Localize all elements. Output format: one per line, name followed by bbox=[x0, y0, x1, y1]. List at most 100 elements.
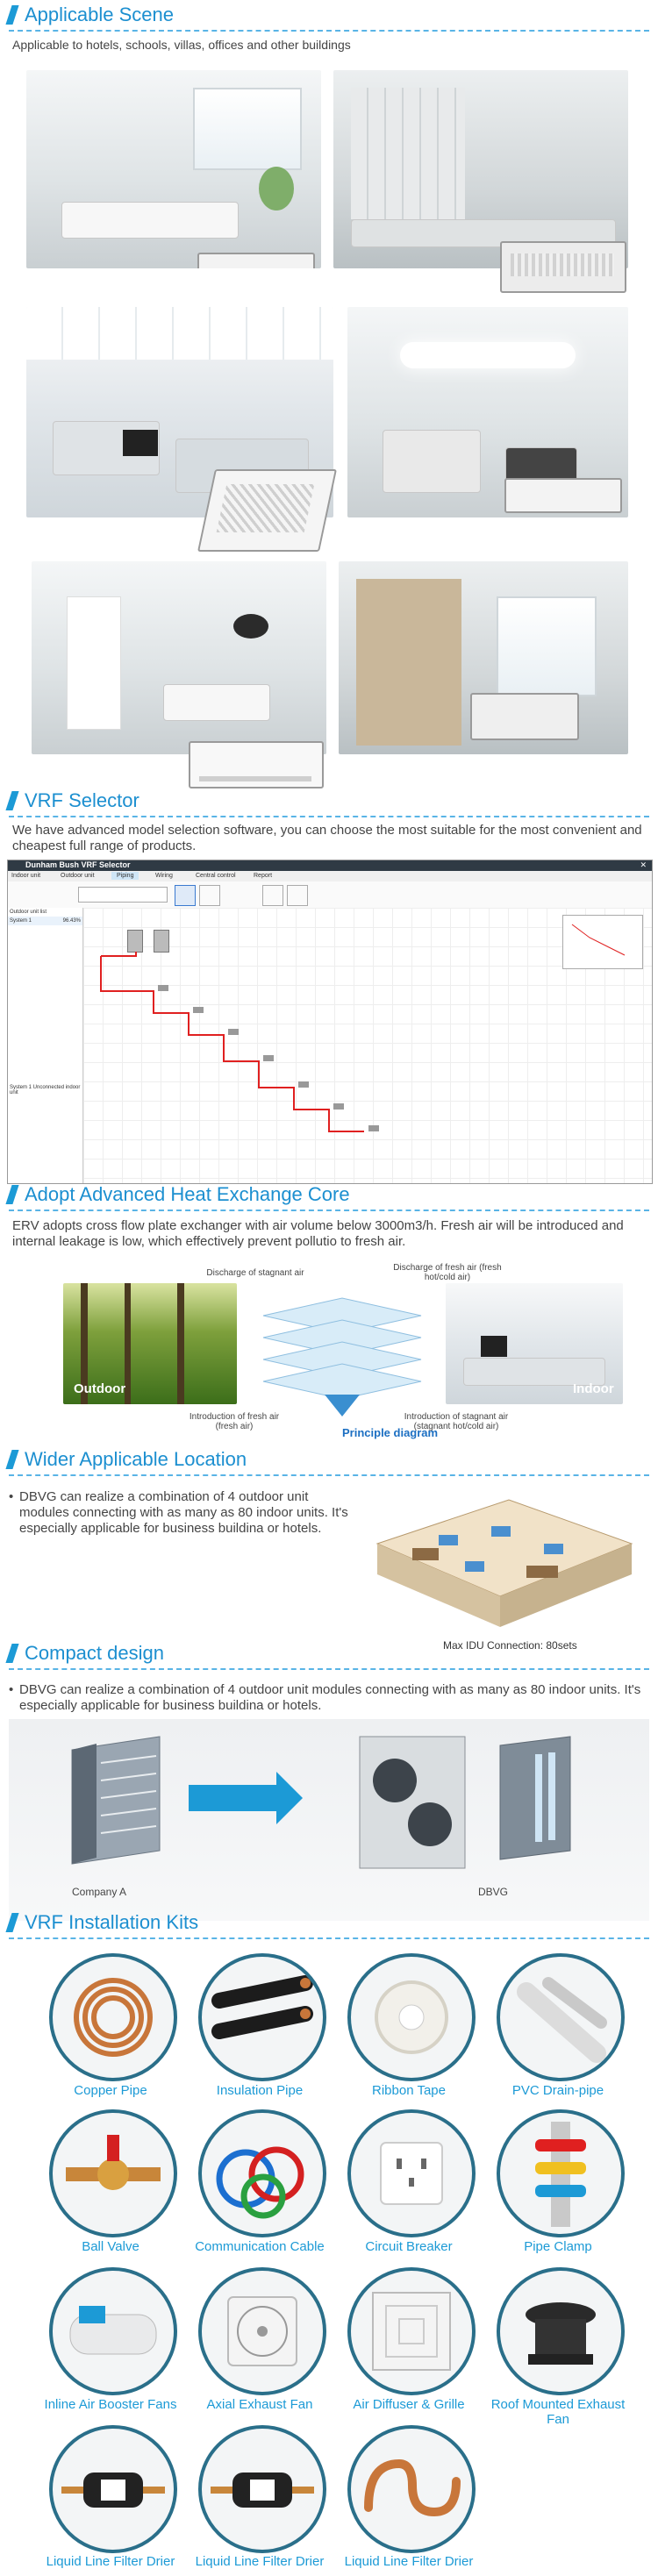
window-title: Dunham Bush VRF Selector bbox=[25, 860, 131, 869]
section-title: Applicable Scene bbox=[25, 4, 175, 25]
section-header-applicable-scene: Applicable Scene bbox=[0, 0, 658, 35]
indoor-office-photo: Indoor bbox=[446, 1283, 623, 1404]
kit-label: Circuit Breaker bbox=[365, 2239, 453, 2254]
header-accent-bar bbox=[5, 1185, 19, 1204]
max-idu-caption: Max IDU Connection: 80sets bbox=[443, 1639, 577, 1652]
kit-label: Roof Mounted Exhaust Fan bbox=[490, 2397, 626, 2427]
duct-unit-image bbox=[500, 241, 626, 293]
section-text: Applicable to hotels, schools, villas, o… bbox=[12, 38, 351, 52]
kit-label: Ball Valve bbox=[82, 2239, 139, 2254]
section-header-vrf-selector: VRF Selector bbox=[0, 786, 658, 821]
kit-label: Liquid Line Filter Drier bbox=[344, 2554, 474, 2569]
tab-indoor-unit[interactable]: Indoor unit bbox=[11, 873, 41, 879]
copper-pipe-icon bbox=[49, 1953, 177, 2081]
section-title: Adopt Advanced Heat Exchange Core bbox=[25, 1183, 350, 1205]
divider bbox=[9, 1474, 649, 1476]
outdoor-unit-2-icon[interactable] bbox=[154, 930, 169, 953]
dbvg-label: DBVG bbox=[478, 1886, 509, 1898]
header-accent-bar bbox=[5, 5, 19, 25]
communication-cable-icon bbox=[198, 2109, 326, 2237]
kit-label: Liquid Line Filter Drier bbox=[195, 2554, 325, 2569]
bullet-dot: • bbox=[9, 1682, 14, 1697]
outdoor-label: Outdoor bbox=[74, 1381, 126, 1396]
section-text: DBVG can realize a combination of 4 outd… bbox=[19, 1489, 348, 1536]
section-text: We have advanced model selection softwar… bbox=[12, 823, 642, 853]
tab-wiring[interactable]: Wiring bbox=[155, 873, 173, 879]
piping-lines bbox=[100, 952, 379, 1132]
select-tool-icon[interactable] bbox=[175, 885, 196, 906]
kit-label: Communication Cable bbox=[195, 2239, 325, 2254]
label-discharge-fresh: Discharge of fresh air (fresh hot/cold a… bbox=[393, 1263, 502, 1282]
tree-item-value: 96.43% bbox=[62, 918, 81, 924]
filter-drier-icon bbox=[49, 2425, 177, 2553]
scene-photo-bedroom bbox=[339, 561, 628, 754]
section-title: Wider Applicable Location bbox=[25, 1448, 247, 1470]
section-title: VRF Selector bbox=[25, 789, 139, 811]
outdoor-unit-tree: Outdoor unit list System 1 96.43% System… bbox=[8, 908, 83, 1183]
toolbar bbox=[8, 881, 652, 909]
tab-bar: Indoor unit Outdoor unit Piping Wiring C… bbox=[8, 871, 652, 882]
kit-label: Insulation Pipe bbox=[216, 2083, 304, 2098]
outdoor-forest-photo: Outdoor bbox=[63, 1283, 237, 1404]
header-accent-bar bbox=[5, 791, 19, 810]
copper-bend-icon bbox=[347, 2425, 476, 2553]
section-header-installation-kits: VRF Installation Kits bbox=[0, 1908, 658, 1943]
cassette-unit-image bbox=[197, 469, 337, 552]
header-accent-bar bbox=[5, 1644, 19, 1663]
divider bbox=[9, 30, 649, 32]
section-text: ERV adopts cross flow plate exchanger wi… bbox=[12, 1218, 624, 1249]
insulation-pipe-icon bbox=[198, 1953, 326, 2081]
kit-label: Axial Exhaust Fan bbox=[206, 2397, 313, 2412]
minimap-panel[interactable] bbox=[562, 915, 643, 969]
company-a-label: Company A bbox=[72, 1886, 127, 1898]
section-title: VRF Installation Kits bbox=[25, 1911, 199, 1933]
tab-report[interactable]: Report bbox=[254, 873, 273, 879]
scene-photo-kitchen bbox=[333, 70, 628, 268]
tab-central-control[interactable]: Central control bbox=[196, 873, 236, 879]
section-header-compact: Compact design bbox=[0, 1638, 658, 1673]
tab-piping[interactable]: Piping bbox=[111, 872, 139, 880]
roof-fan-icon bbox=[497, 2267, 625, 2395]
header-accent-bar bbox=[5, 1913, 19, 1932]
kit-label: PVC Drain-pipe bbox=[511, 2083, 604, 2098]
pvc-drain-pipe-icon bbox=[497, 1953, 625, 2081]
building-floorplan-image bbox=[360, 1491, 640, 1636]
kit-label: Inline Air Booster Fans bbox=[44, 2397, 177, 2412]
move-tool-icon[interactable] bbox=[199, 885, 220, 906]
inline-fan-icon bbox=[49, 2267, 177, 2395]
kit-label: Copper Pipe bbox=[74, 2083, 147, 2098]
scene-photo-living-room bbox=[26, 70, 321, 268]
axial-fan-icon bbox=[198, 2267, 326, 2395]
air-diffuser-icon bbox=[347, 2267, 476, 2395]
circuit-breaker-icon bbox=[347, 2109, 476, 2237]
ribbon-tape-icon bbox=[347, 1953, 476, 2081]
zoom-tool-icon[interactable] bbox=[287, 885, 308, 906]
tab-outdoor-unit[interactable]: Outdoor unit bbox=[61, 873, 95, 879]
window-titlebar: Dunham Bush VRF Selector ✕ bbox=[8, 860, 652, 871]
wall-mounted-unit-image bbox=[189, 741, 324, 788]
kit-label: Pipe Clamp bbox=[524, 2239, 592, 2254]
scene-photo-office bbox=[26, 307, 333, 517]
selector-software-window: Dunham Bush VRF Selector ✕ Indoor unit O… bbox=[7, 860, 653, 1184]
header-accent-bar bbox=[5, 1450, 19, 1469]
section-title: Compact design bbox=[25, 1642, 164, 1664]
kit-label: Air Diffuser & Grille bbox=[353, 2397, 465, 2412]
divider bbox=[9, 1937, 649, 1939]
label-discharge-stagnant: Discharge of stagnant air bbox=[206, 1268, 304, 1278]
compact-comparison-graphic bbox=[71, 1736, 571, 1869]
branch-selector[interactable] bbox=[78, 887, 168, 903]
close-icon[interactable]: ✕ bbox=[640, 860, 647, 869]
kit-label: Liquid Line Filter Drier bbox=[46, 2554, 175, 2569]
pipe-tool-icon[interactable] bbox=[262, 885, 283, 906]
tree-item-label: System 1 bbox=[10, 918, 32, 924]
tree-item-system-1[interactable]: System 1 96.43% bbox=[8, 917, 82, 925]
divider bbox=[9, 816, 649, 817]
tree-item-unconnected[interactable]: System 1 Unconnected indoor unit bbox=[10, 1085, 81, 1095]
bullet-dot: • bbox=[9, 1489, 14, 1504]
ceiling-floor-unit-image bbox=[504, 478, 622, 513]
divider bbox=[9, 1668, 649, 1670]
piping-canvas[interactable] bbox=[83, 908, 652, 1183]
scene-photo-hall bbox=[32, 561, 326, 754]
label-intro-fresh: Introduction of fresh air (fresh air) bbox=[189, 1412, 280, 1431]
section-text: DBVG can realize a combination of 4 outd… bbox=[19, 1682, 641, 1713]
